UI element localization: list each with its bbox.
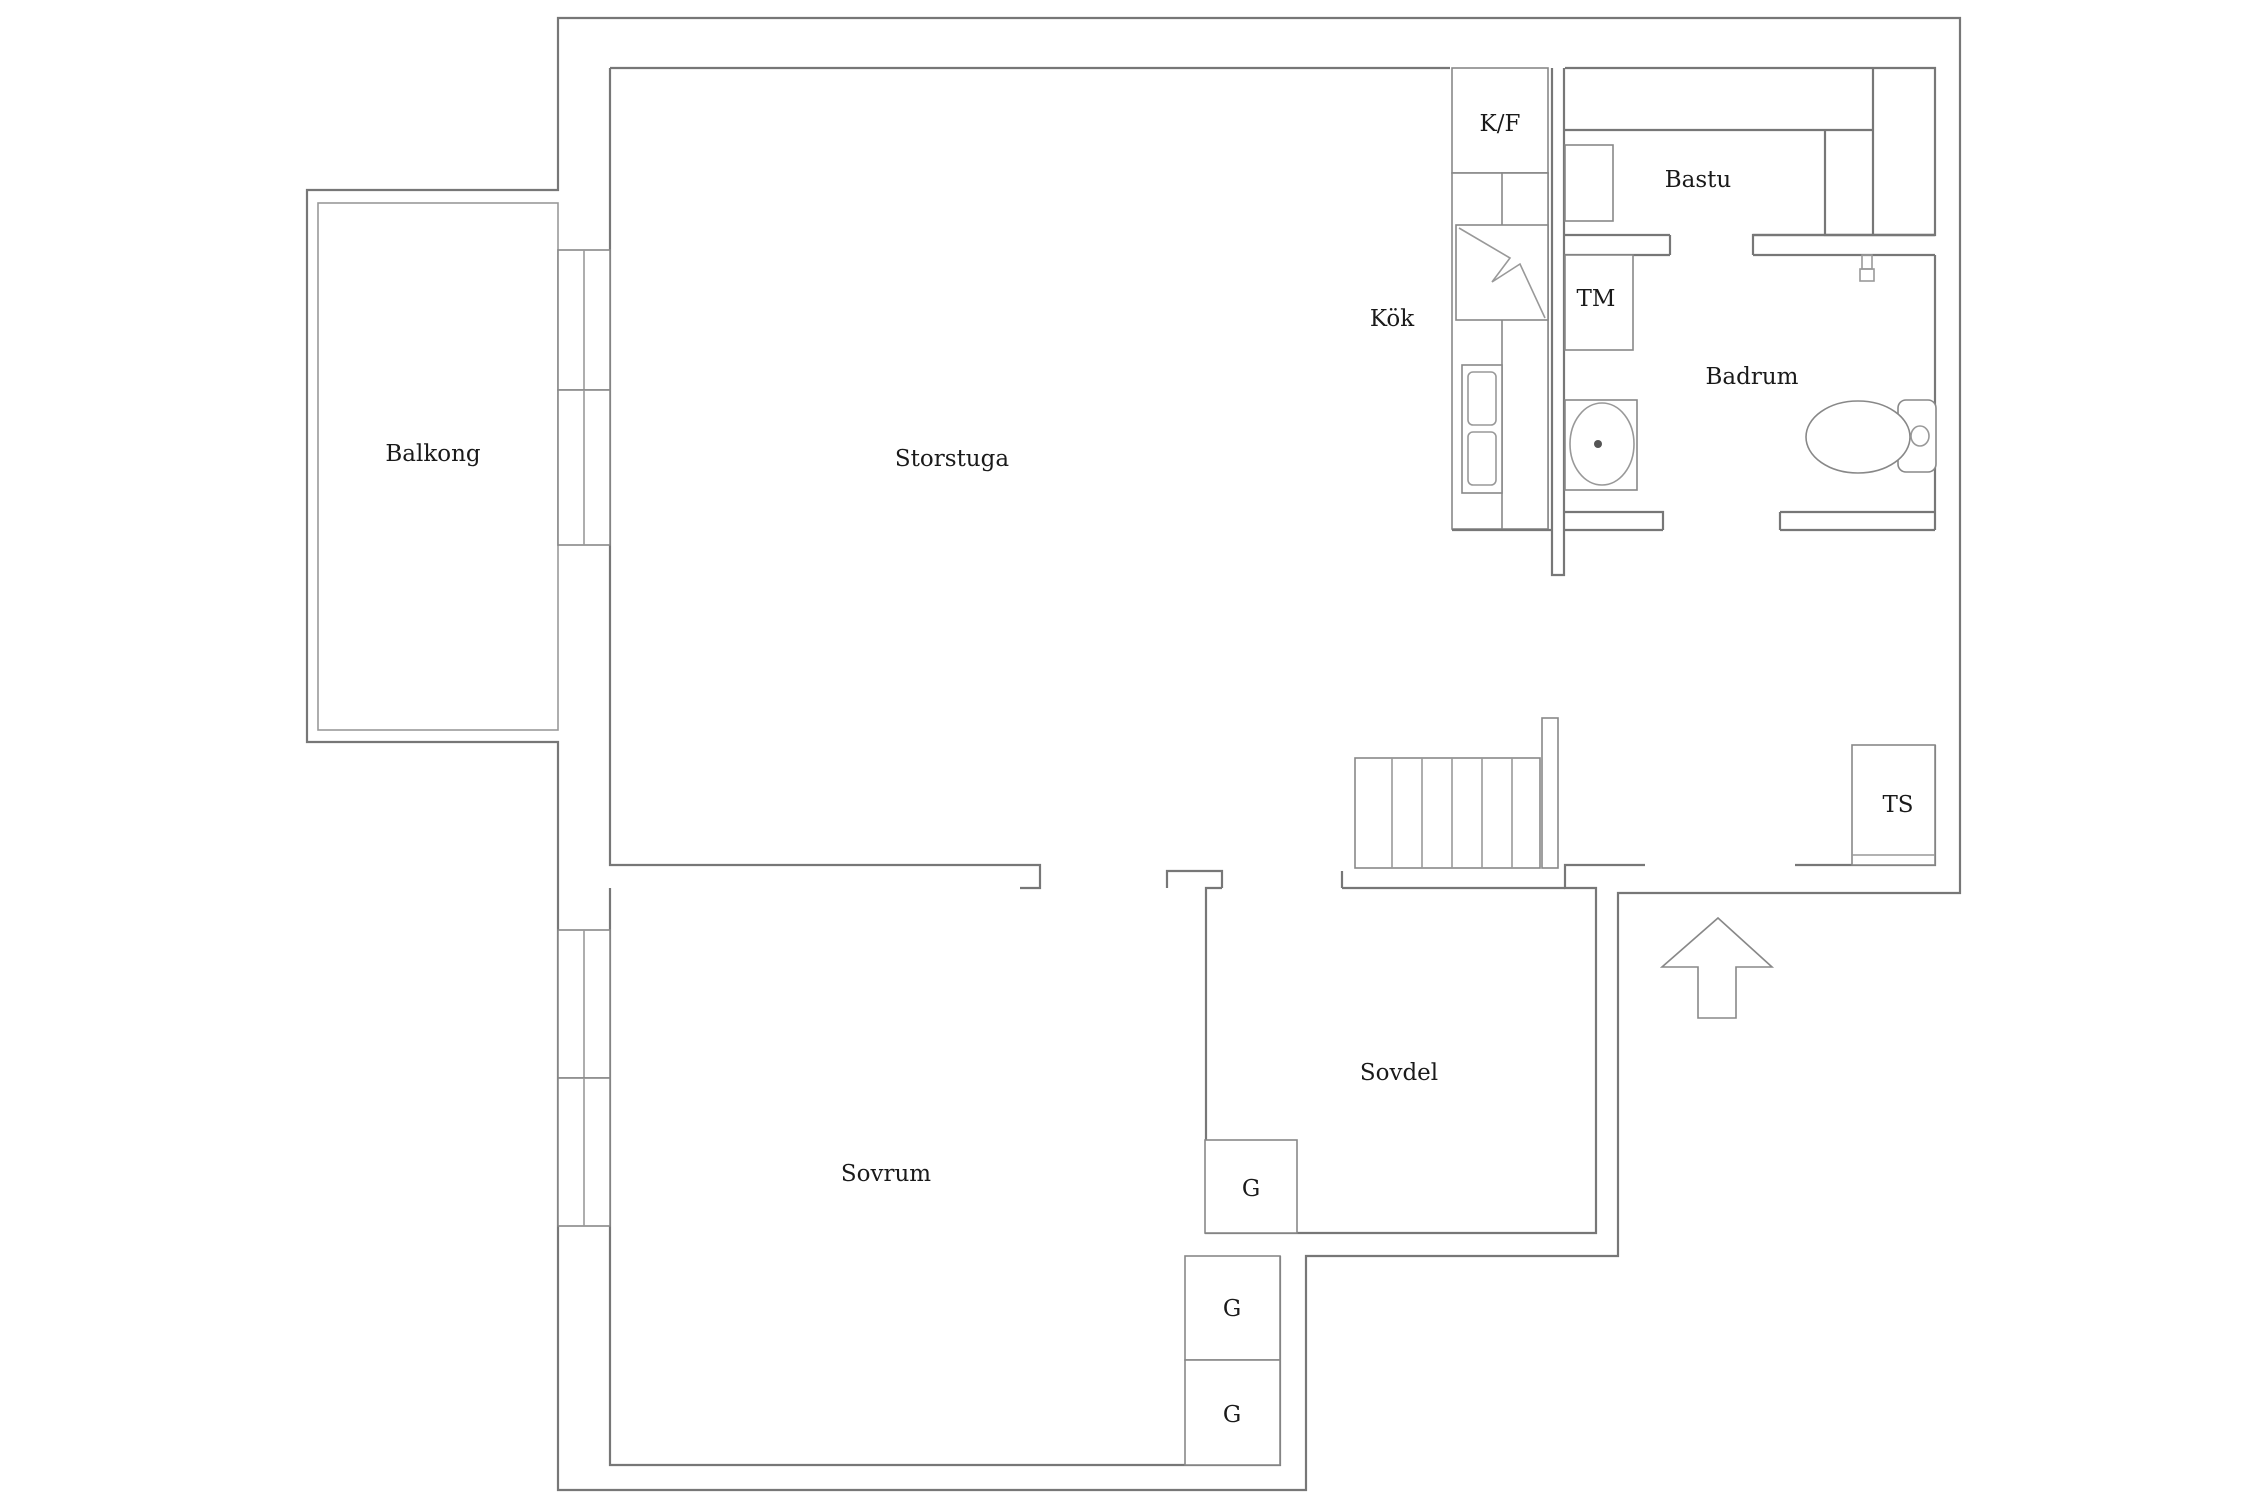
closet-sovrum-lower (1184, 1359, 1281, 1466)
bathroom-wall-bottom (1565, 510, 1935, 532)
label-badrum: Badrum (1706, 364, 1799, 390)
ts-cabinet (1851, 744, 1936, 866)
label-bastu: Bastu (1665, 167, 1731, 193)
label-sovdel: Sovdel (1360, 1060, 1438, 1086)
toilet-icon (1805, 399, 1937, 474)
label-closet-sovrum-lower: G (1223, 1402, 1241, 1428)
bathroom-wall-left (1550, 68, 1566, 577)
label-sovrum: Sovrum (841, 1161, 931, 1187)
kitchen-sink-icon (1461, 364, 1503, 494)
shower-fixture-icon (1859, 254, 1875, 282)
label-closet-sovdel: G (1242, 1176, 1260, 1202)
inner-wall-outline-bottom (608, 871, 1565, 1467)
label-kf: K/F (1480, 111, 1521, 137)
closets (1184, 1139, 1298, 1466)
stove-icon (1455, 224, 1549, 321)
inner-wall-outline-top (608, 66, 1937, 1235)
sauna-heater (1564, 144, 1614, 222)
tm-cabinet (1564, 254, 1634, 351)
closet-sovdel (1204, 1139, 1298, 1234)
sauna-bench (1565, 68, 1935, 237)
label-ts: TS (1882, 792, 1913, 818)
label-balkong: Balkong (385, 441, 481, 467)
washbasin-icon (1564, 399, 1638, 491)
bathroom-zone (1550, 68, 1937, 577)
kitchen (1451, 67, 1552, 532)
closet-sovrum-upper (1184, 1255, 1281, 1361)
sauna-wall-bottom (1565, 233, 1935, 257)
outer-walls (305, 16, 1962, 1492)
kitchen-counter-upper (1451, 67, 1549, 174)
outer-wall-outline (305, 16, 1962, 1492)
label-tm: TM (1577, 286, 1616, 312)
label-closet-sovrum-upper: G (1223, 1296, 1241, 1322)
stairs-icon (1354, 717, 1559, 869)
windows (557, 249, 611, 1227)
label-storstuga: Storstuga (895, 446, 1009, 472)
entrance-arrow-icon[interactable] (1659, 916, 1775, 1019)
ts-cabinet-box (1851, 744, 1936, 866)
label-kok: Kök (1370, 306, 1415, 332)
